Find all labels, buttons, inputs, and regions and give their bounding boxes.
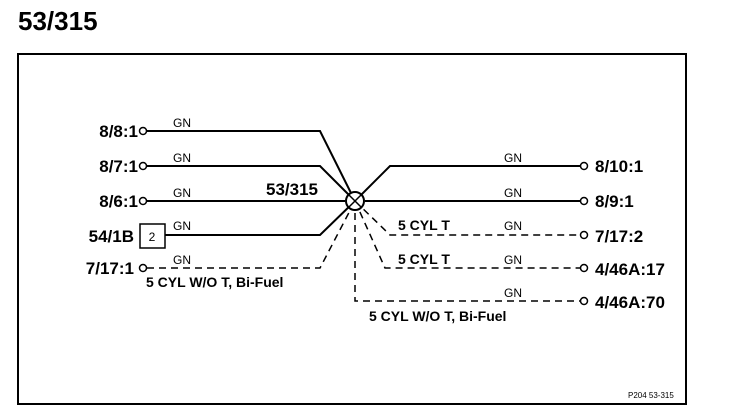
wire-4-46a-70: 4/46A:70 GN 5 CYL W/O T, Bi-Fuel — [354, 201, 665, 324]
terminal-connector-icon — [579, 196, 589, 206]
page-title: 53/315 — [18, 6, 98, 36]
terminal-label: 8/7:1 — [99, 157, 138, 176]
terminal-connector-icon — [138, 196, 148, 206]
wire-7-17-1: 7/17:1 GN 5 CYL W/O T, Bi-Fuel — [86, 200, 356, 290]
terminal-label: 4/46A:17 — [595, 260, 665, 279]
terminal-label: 8/8:1 — [99, 122, 138, 141]
wire-color-label: GN — [173, 151, 191, 165]
terminal-connector-icon — [579, 263, 589, 273]
wire-note: 5 CYL W/O T, Bi-Fuel — [146, 274, 283, 290]
terminal-label: 7/17:2 — [595, 227, 643, 246]
wire-54-1b: 2 54/1B GN — [89, 200, 356, 249]
wire-color-label: GN — [504, 286, 522, 300]
wire-color-label: GN — [504, 151, 522, 165]
reference-code: P204 53-315 — [628, 391, 674, 400]
terminal-label: 8/6:1 — [99, 192, 138, 211]
pin-number: 2 — [149, 230, 156, 244]
terminal-label: 54/1B — [89, 227, 134, 246]
terminal-label: 7/17:1 — [86, 259, 134, 278]
splice-label: 53/315 — [266, 180, 318, 199]
terminal-connector-icon — [579, 161, 589, 171]
wire-4-46a-17: 4/46A:17 GN 5 CYL T — [354, 200, 665, 279]
wire-8-7-1: 8/7:1 GN — [99, 151, 356, 202]
terminal-label: 8/9:1 — [595, 192, 634, 211]
terminal-connector-icon — [138, 161, 148, 171]
terminal-label: 8/10:1 — [595, 157, 643, 176]
wire-note: 5 CYL T — [398, 251, 450, 267]
wire-7-17-2: 7/17:2 GN 5 CYL T — [354, 200, 643, 246]
terminal-label: 4/46A:70 — [595, 293, 665, 312]
splice-point-icon — [345, 191, 365, 211]
terminal-connector-icon — [579, 230, 589, 240]
wire-8-6-1: 8/6:1 GN — [99, 186, 345, 211]
wire-color-label: GN — [173, 186, 191, 200]
terminal-connector-icon — [138, 263, 148, 273]
wire-color-label: GN — [504, 253, 522, 267]
wire-note: 5 CYL T — [398, 217, 450, 233]
terminal-connector-icon — [138, 126, 148, 136]
pin-box — [139, 223, 166, 249]
terminal-connector-icon — [579, 296, 589, 306]
diagram-frame — [17, 53, 687, 405]
wire-color-label: GN — [173, 253, 191, 267]
wire-color-label: GN — [173, 219, 191, 233]
wire-color-label: GN — [504, 186, 522, 200]
wire-8-8-1: 8/8:1 GN — [99, 116, 356, 202]
wire-color-label: GN — [504, 219, 522, 233]
wire-8-9-1: 8/9:1 GN — [365, 186, 634, 211]
wire-color-label: GN — [173, 116, 191, 130]
wire-note: 5 CYL W/O T, Bi-Fuel — [369, 308, 506, 324]
wire-8-10-1: 8/10:1 GN — [354, 151, 643, 202]
